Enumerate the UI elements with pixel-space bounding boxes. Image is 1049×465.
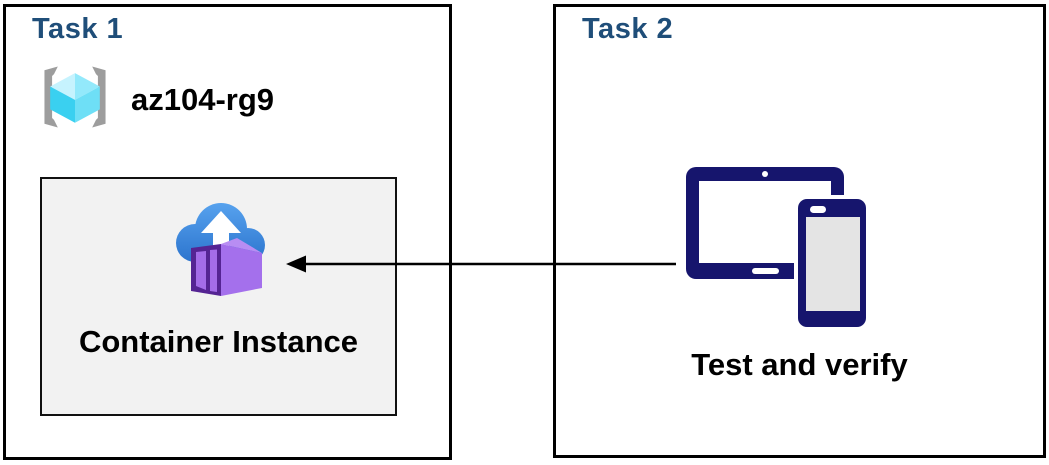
resource-group-name: az104-rg9 [131,81,275,117]
resource-group-icon [33,60,117,139]
devices-icon [686,165,872,338]
task2-title: Task 2 [582,13,674,45]
container-instances-icon [169,199,269,316]
task1-box: Task 1 az104-rg9 [3,4,452,460]
resource-group-row: az104-rg9 [33,60,274,139]
container-instance-card: Container Instance [40,177,397,416]
task1-title: Task 1 [32,13,124,45]
task2-box: Task 2 Test and verify [553,4,1046,458]
container-instance-label: Container Instance [78,324,359,359]
test-and-verify-label: Test and verify [691,347,908,382]
